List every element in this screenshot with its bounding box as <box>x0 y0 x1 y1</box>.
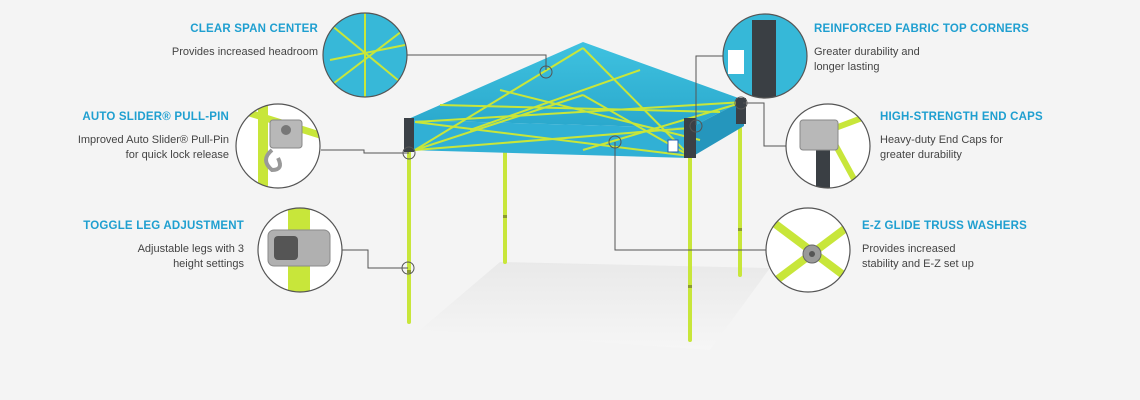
feature-description: Greater durability and longer lasting <box>814 46 920 73</box>
feature-title: HIGH-STRENGTH END CAPS <box>880 111 1043 123</box>
detail-circle-toggle-leg <box>257 207 343 293</box>
feature-clear-span: CLEAR SPAN CENTER Provides increased hea… <box>68 22 318 60</box>
feature-toggle-leg: TOGGLE LEG ADJUSTMENT Adjustable legs wi… <box>0 219 244 272</box>
feature-reinforced-corners: REINFORCED FABRIC TOP CORNERS Greater du… <box>814 22 1064 75</box>
feature-end-caps: HIGH-STRENGTH END CAPS Heavy-duty End Ca… <box>880 110 1130 163</box>
feature-title: REINFORCED FABRIC TOP CORNERS <box>814 23 1029 35</box>
feature-title: E-Z GLIDE TRUSS WASHERS <box>862 220 1027 232</box>
feature-description: Adjustable legs with 3 height settings <box>137 243 244 270</box>
detail-circle-truss-washers <box>765 207 851 293</box>
feature-title: AUTO SLIDER® PULL-PIN <box>82 111 229 123</box>
detail-circle-auto-slider <box>235 103 321 189</box>
leader-lines <box>321 54 807 269</box>
feature-auto-slider: AUTO SLIDER® PULL-PIN Improved Auto Slid… <box>0 110 229 163</box>
feature-truss-washers: E-Z GLIDE TRUSS WASHERS Provides increas… <box>862 219 1112 272</box>
feature-description: Provides increased stability and E-Z set… <box>862 243 974 270</box>
feature-title: CLEAR SPAN CENTER <box>190 23 318 35</box>
feature-title: TOGGLE LEG ADJUSTMENT <box>83 220 244 232</box>
floor-shadow <box>420 262 770 350</box>
feature-description: Heavy-duty End Caps for greater durabili… <box>880 134 1003 161</box>
detail-circle-clear-span <box>322 12 408 98</box>
feature-description: Improved Auto Slider® Pull-Pin for quick… <box>77 134 229 161</box>
tent-legs <box>407 108 742 342</box>
detail-circle-end-caps <box>785 103 871 189</box>
canopy-frame <box>414 47 745 157</box>
feature-description: Provides increased headroom <box>171 46 318 58</box>
detail-circle-reinforced-corners <box>722 13 808 99</box>
